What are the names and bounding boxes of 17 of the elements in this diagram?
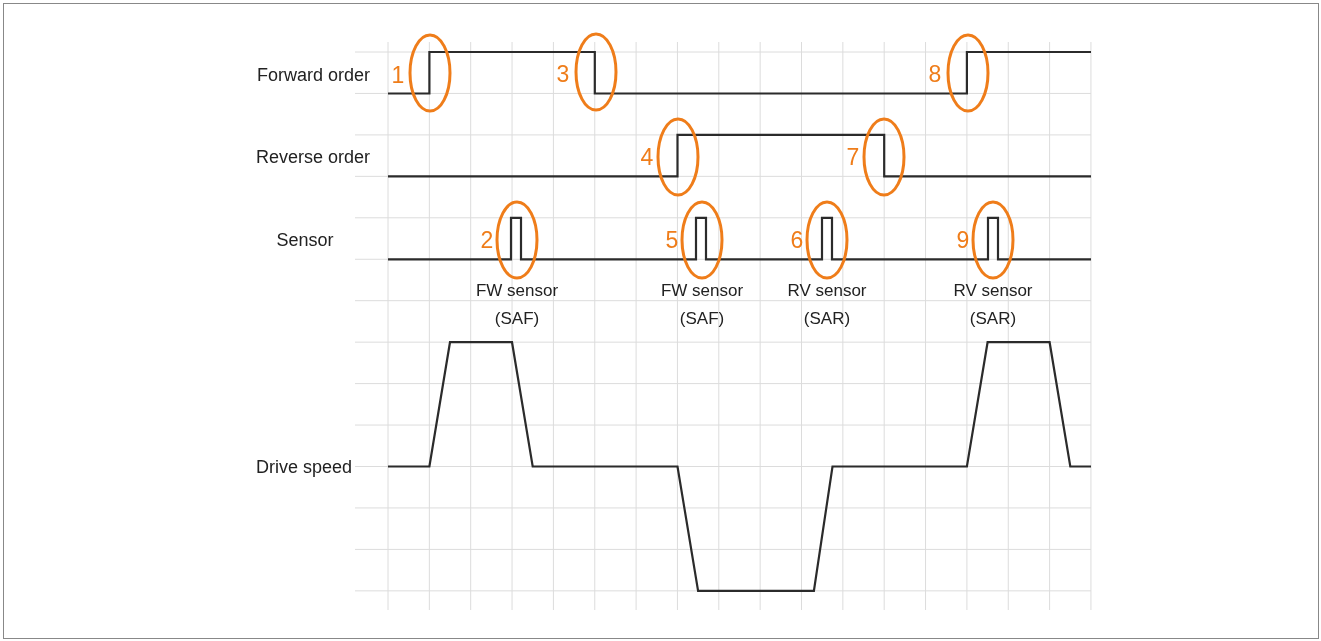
callout-number: 7	[846, 145, 860, 169]
callout-number: 1	[391, 63, 405, 87]
callout-number: 8	[928, 62, 942, 86]
sensor-caption: FW sensor (SAF)	[474, 280, 560, 330]
signal-label: Drive speed	[256, 458, 353, 476]
sensor-caption: FW sensor (SAF)	[659, 280, 745, 330]
sensor-caption: RV sensor (SAR)	[952, 280, 1034, 330]
callout-number: 6	[790, 228, 804, 252]
callout-number: 5	[665, 228, 679, 252]
signal-label: Reverse order	[256, 148, 371, 166]
callout-number: 9	[956, 228, 970, 252]
signal-label: Forward order	[257, 66, 371, 84]
callout-number: 3	[556, 62, 570, 86]
callout-number: 2	[480, 228, 494, 252]
signal-label: Sensor	[276, 231, 334, 249]
callout-number: 4	[640, 145, 654, 169]
sensor-caption: RV sensor (SAR)	[786, 280, 868, 330]
